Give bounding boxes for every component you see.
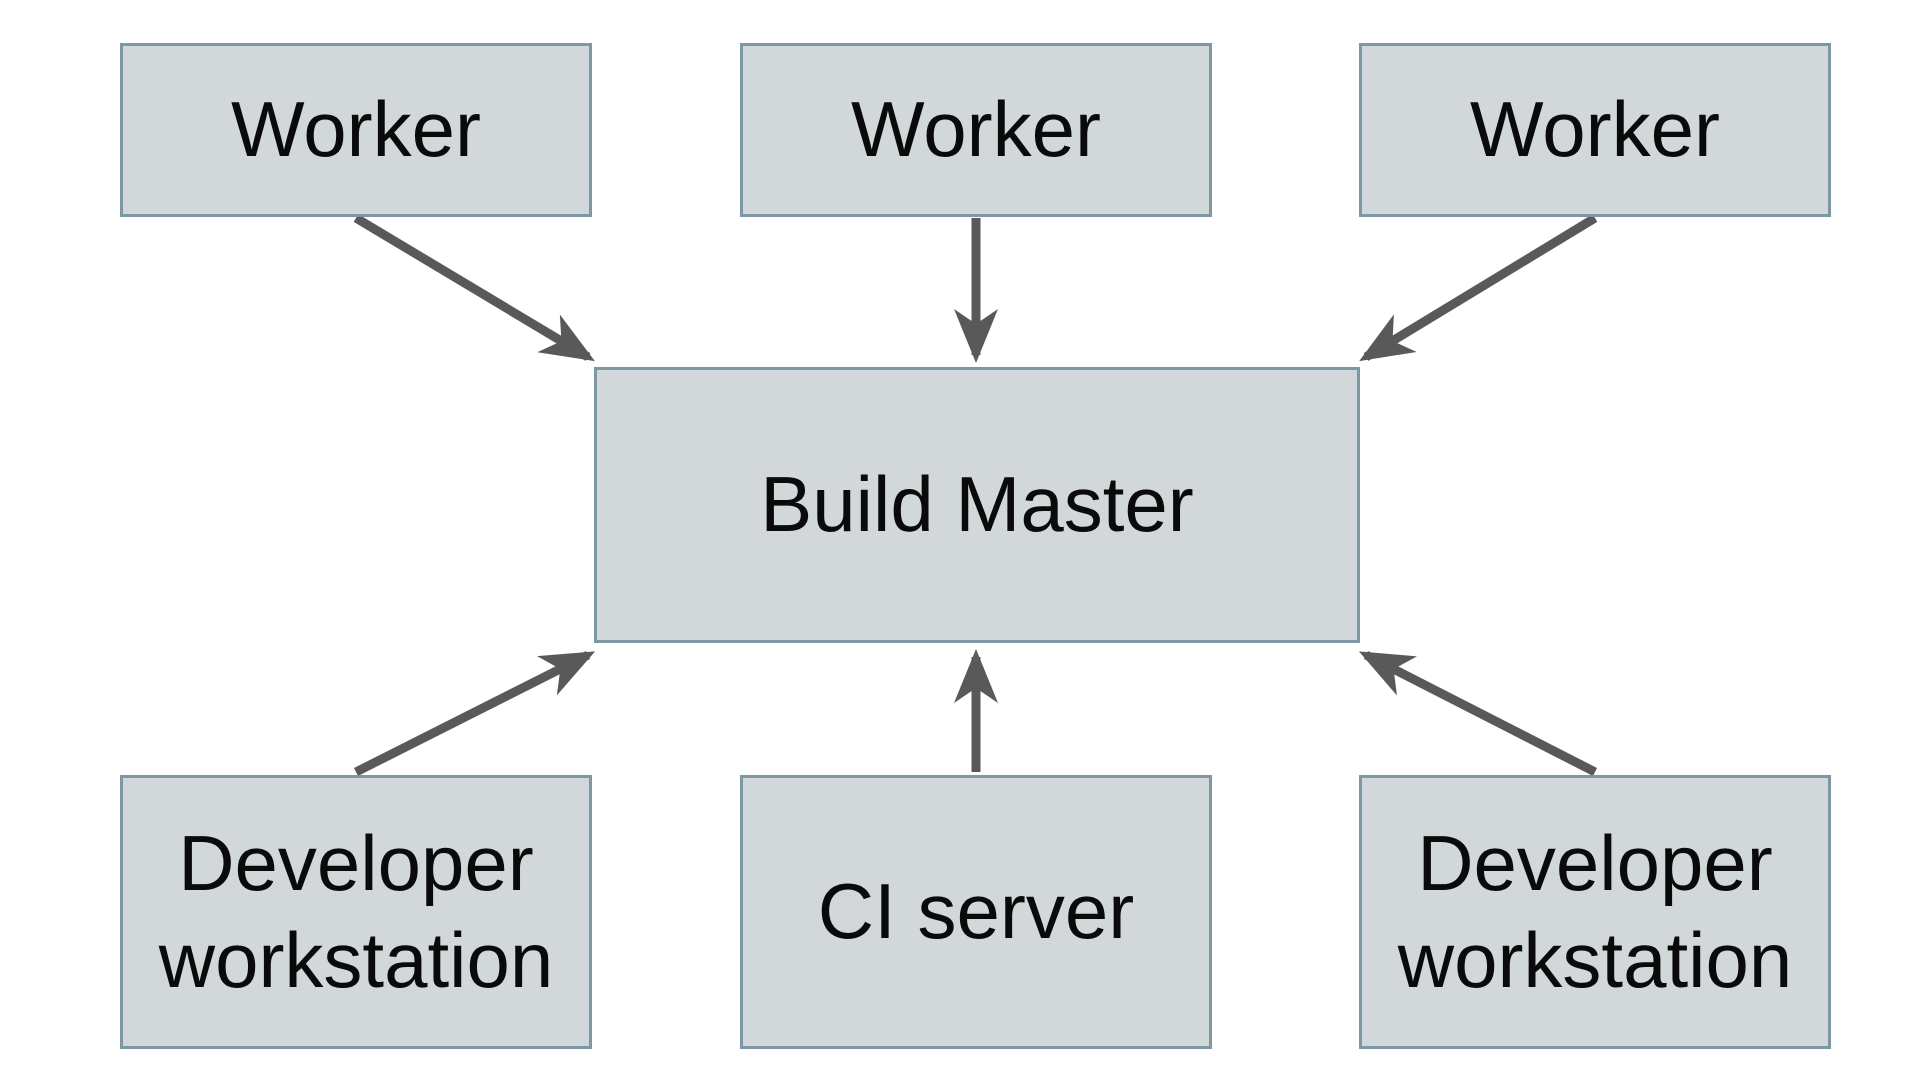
node-worker-3: Worker <box>1359 43 1831 217</box>
node-worker-1-label: Worker <box>231 85 481 174</box>
arrow-worker-3-to-build-master <box>1359 214 1598 362</box>
node-developer-workstation-left-label: Developer workstation <box>158 818 554 1005</box>
arrow-developer-workstation-right-to-build-master <box>1358 650 1598 777</box>
node-worker-2: Worker <box>740 43 1212 217</box>
node-build-master-label: Build Master <box>760 460 1194 549</box>
node-worker-3-label: Worker <box>1470 85 1720 174</box>
node-developer-workstation-left: Developer workstation <box>120 775 592 1049</box>
node-worker-1: Worker <box>120 43 592 217</box>
node-developer-workstation-right: Developer workstation <box>1359 775 1831 1049</box>
arrow-developer-workstation-left-to-build-master <box>353 650 596 777</box>
node-ci-server-label: CI server <box>817 867 1135 956</box>
node-build-master: Build Master <box>594 367 1360 643</box>
node-ci-server: CI server <box>740 775 1212 1049</box>
arrow-worker-1-to-build-master <box>353 214 595 362</box>
node-worker-2-label: Worker <box>851 85 1101 174</box>
node-developer-workstation-right-label: Developer workstation <box>1397 818 1793 1005</box>
